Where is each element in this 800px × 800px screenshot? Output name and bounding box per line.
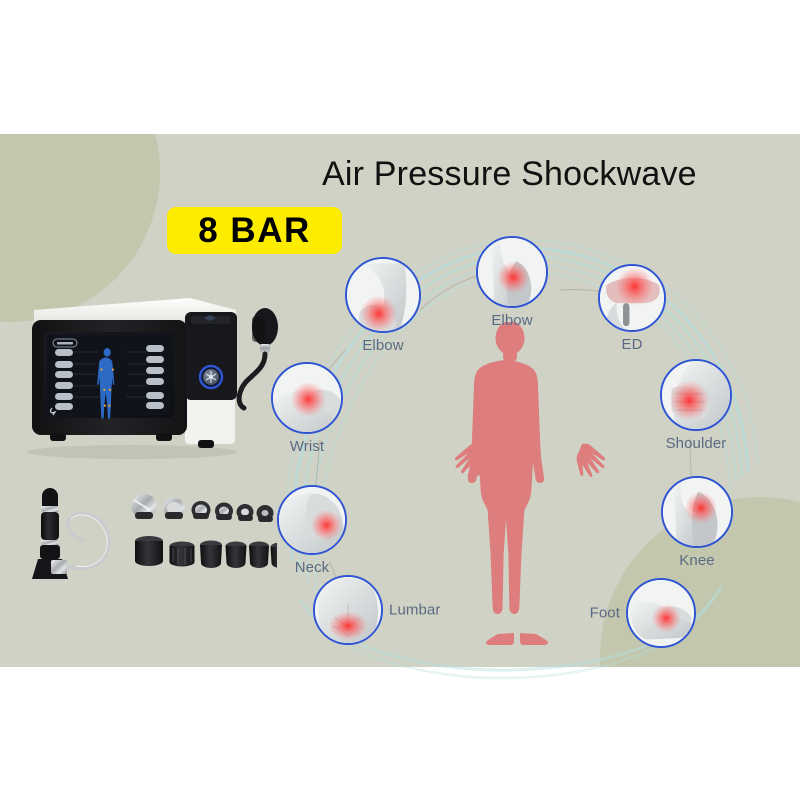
treatment-label-knee: Knee — [679, 552, 715, 569]
treatment-photo-ed — [598, 264, 666, 332]
therapy-device-illustration — [27, 298, 278, 459]
accessories-illustration — [32, 488, 277, 579]
treatment-label-foot: Foot — [589, 604, 620, 622]
treatment-photo-elbow-top — [476, 236, 548, 308]
treatment-photo-lumbar — [313, 575, 383, 645]
treatment-label-elbow-top: Elbow — [491, 312, 533, 329]
treatment-photo-wrist — [271, 362, 343, 434]
treatment-spot-wrist[interactable]: Wrist — [271, 362, 343, 455]
treatment-spot-foot[interactable]: Foot — [590, 578, 696, 648]
treatment-photo-elbow-left — [345, 257, 421, 333]
pressure-badge-label: 8 BAR — [198, 210, 311, 250]
treatment-spot-lumbar[interactable]: Lumbar — [313, 575, 440, 645]
pressure-badge: 8 BAR — [167, 207, 342, 254]
transmitter-heads — [131, 494, 274, 522]
treatment-photo-foot — [626, 578, 696, 648]
treatment-photo-neck — [277, 485, 347, 555]
treatment-label-shoulder: Shoulder — [665, 435, 727, 452]
treatment-spot-elbow-left[interactable]: Elbow — [345, 257, 421, 354]
human-body-silhouette — [454, 322, 606, 645]
treatment-label-ed: ED — [621, 336, 643, 353]
treatment-spot-elbow-top[interactable]: Elbow — [476, 236, 548, 329]
treatment-label-lumbar: Lumbar — [389, 601, 441, 619]
treatment-spot-neck[interactable]: Neck — [277, 485, 347, 576]
treatment-photo-knee — [661, 476, 733, 548]
treatment-photo-shoulder — [660, 359, 732, 431]
treatment-spot-ed[interactable]: ED — [598, 264, 666, 353]
treatment-label-neck: Neck — [294, 559, 330, 576]
treatment-label-elbow-left: Elbow — [362, 337, 404, 354]
transmitter-caps — [135, 536, 277, 568]
page-title: Air Pressure Shockwave — [322, 155, 697, 193]
handpiece — [32, 488, 111, 579]
treatment-spot-knee[interactable]: Knee — [661, 476, 733, 569]
treatment-spot-shoulder[interactable]: Shoulder — [660, 359, 732, 452]
treatment-label-wrist: Wrist — [289, 438, 325, 455]
